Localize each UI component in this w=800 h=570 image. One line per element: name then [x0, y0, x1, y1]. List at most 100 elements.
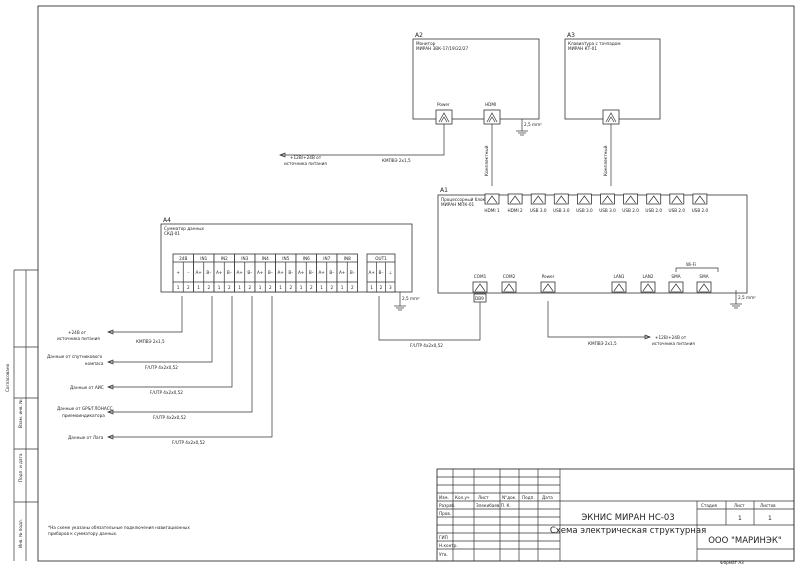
a4-pin-label: B–: [379, 270, 384, 275]
a4-group-label: IN3: [241, 256, 248, 261]
a4-group-label: IN5: [282, 256, 289, 261]
stamp-format: Формат А3: [720, 560, 744, 565]
a4-pin-number: 1: [238, 285, 241, 290]
a4-pin-number: 2: [269, 285, 272, 290]
a4-pin-number: 1: [279, 285, 282, 290]
a1-bottom-port-connector: [640, 281, 656, 293]
cable-usb: Комплектный: [603, 124, 612, 186]
a1-bottom-port-label: COM2: [503, 274, 516, 279]
stamp-role-approve: Утв.: [439, 552, 448, 557]
a4-pin-number: 1: [320, 285, 323, 290]
a4-terminal-groups: 24В+1–2IN1A+1B–2IN2A+1B–2IN3A+1B–2IN4A+1…: [172, 253, 396, 293]
stamp-role-gip: ГИП: [439, 535, 448, 540]
in1-source-line2: компаса: [85, 361, 104, 366]
side-label-inventory: Инв. № подл.: [18, 519, 23, 548]
stamp-role-norm: Н.контр.: [439, 543, 458, 548]
hdmi-cable-label: Комплектный: [484, 145, 489, 176]
stamp-sheet: 1: [738, 515, 742, 522]
a1-top-port-label: HDMI 2: [507, 208, 523, 213]
a4-group-label: IN1: [200, 256, 207, 261]
a1-top-port-connector: [553, 193, 569, 205]
a1-top-port-label: USB 3.0: [530, 208, 547, 213]
a2-ref: A2: [415, 32, 423, 39]
a4-pin-number: 1: [341, 285, 344, 290]
in1-source-line1: Данные от спутникового: [47, 354, 103, 359]
a4-pin-label: A+: [318, 270, 325, 275]
a1-top-port-connector: [484, 193, 500, 205]
stamp-h-doc: N°док.: [502, 495, 517, 500]
a1-top-port-label: USB 2.0: [692, 208, 709, 213]
a4-gnd: 2,5 mm²: [402, 296, 420, 301]
kmpvz-monitor: КМПВЭ 2х1,5: [382, 158, 411, 163]
a1-bottom-port-connector: [668, 281, 684, 293]
a4-pin-number: 2: [208, 285, 211, 290]
a1-bottom-port-label: LAN2: [642, 274, 653, 279]
note-line2: приборов к сумматору данных.: [48, 531, 117, 536]
in3-source-line1: Данные от GPS/ГЛОНАСС: [57, 406, 113, 411]
a4-pin-number: 1: [300, 285, 303, 290]
a4-pin-label: +: [176, 270, 180, 275]
a3-name: Клавиатура с тачпадом: [568, 41, 620, 46]
a4-terminal-group: 24В+1–2: [172, 253, 194, 293]
stamp-sheets: 1: [768, 515, 772, 522]
a4-pin-label: A+: [195, 270, 202, 275]
futp-1-label: F/UTP 4х2х0,52: [145, 365, 178, 370]
a4-pin-number: 3: [389, 285, 392, 290]
a2-name: Монитор: [416, 41, 436, 46]
a1-bottom-port-label: COM1: [474, 274, 487, 279]
left-margin-table: Согласовано Взам. инв. № Подп. и дата Ин…: [5, 269, 38, 561]
a4-pin-label: B–: [206, 270, 211, 275]
a1-bottom-port-label: SMA: [671, 274, 680, 279]
a1-top-port-connector: [623, 193, 638, 205]
device-a4-summator: A4 Сумматор данных СКД-01 24В+1–2IN1A+1B…: [160, 217, 420, 311]
a1-top-port-connector: [646, 193, 662, 205]
a1-top-port-label: USB 2.0: [645, 208, 662, 213]
a1-bottom-port-label: LAN1: [613, 274, 624, 279]
a1-bottom-port-connector: [501, 281, 517, 293]
a1-bottom-port-connector: [611, 281, 627, 293]
device-a3-keyboard: A3 Клавиатура с тачпадом МИРАН КТ-01: [564, 32, 661, 125]
a1-top-port-label: HDMI 1: [484, 208, 500, 213]
a4-group-label: IN2: [221, 256, 228, 261]
a4-group-label: IN6: [303, 256, 310, 261]
stamp-col-sheets: Листов: [760, 503, 776, 508]
a4-pin-label: A+: [277, 270, 284, 275]
monitor-source-line2: источника питания: [284, 161, 327, 166]
a4-pin-number: 1: [197, 285, 200, 290]
a4-pin-label: A+: [257, 270, 264, 275]
a1-top-port-connector: [507, 193, 523, 205]
kmpvz-a1: КМПВЭ 2х1,5: [588, 341, 617, 346]
a4-pin-number: 2: [380, 285, 383, 290]
kmpvz-a4: КМПВЭ 2х1,5: [136, 339, 165, 344]
a1-model: МИРАН МПК-01: [441, 202, 475, 207]
a2-port-power: Power: [437, 102, 450, 107]
wire-com1-out1: F/UTP 4х2х0,52: [378, 296, 481, 348]
drawing-frame: [37, 5, 795, 562]
a4-pin-number: 2: [249, 285, 252, 290]
a4-pin-number: 2: [187, 285, 190, 290]
in4-source-line1: Данные от Лага: [68, 435, 104, 440]
a4-pin-number: 1: [259, 285, 262, 290]
a1-top-port-label: USB 3.0: [553, 208, 570, 213]
side-label-agreed: Согласовано: [5, 363, 10, 392]
stamp-h-izm: Изм.: [439, 495, 449, 500]
a4-pin-label: B–: [227, 270, 232, 275]
a4-pin-label: –: [187, 270, 189, 275]
a4-pin-number: 2: [228, 285, 231, 290]
a4-group-label: IN8: [344, 256, 351, 261]
a1-source-line1: +12В/+24В от: [655, 335, 687, 340]
device-a2-monitor: A2 Монитор МИРАН 3ВК-17/19/22/27 Power H…: [412, 32, 542, 136]
diagram-note: *На схеме указаны обязательные подключен…: [48, 525, 190, 536]
side-label-sign-date: Подп. и дата: [18, 453, 23, 482]
a3-model: МИРАН КТ-01: [568, 46, 597, 51]
stamp-h-date: Дата: [542, 495, 553, 500]
